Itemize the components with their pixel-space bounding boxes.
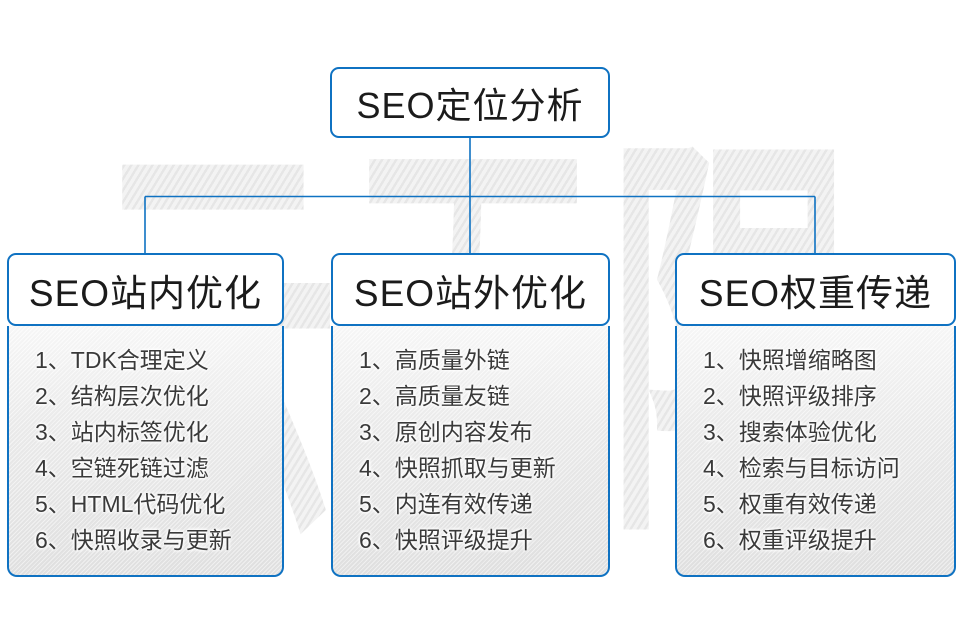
branch-onsite: SEO站内优化 1、TDK合理定义 2、结构层次优化 3、站内标签优化 4、空链… bbox=[7, 253, 284, 577]
branch-offsite: SEO站外优化 1、高质量外链 2、高质量友链 3、原创内容发布 4、快照抓取与… bbox=[331, 253, 610, 577]
list-item: 6、权重评级提升 bbox=[703, 527, 877, 553]
branch-weight: SEO权重传递 1、快照增缩略图 2、快照评级排序 3、搜索体验优化 4、检索与… bbox=[675, 253, 956, 577]
root-node: SEO定位分析 bbox=[330, 67, 610, 138]
list-item: 3、原创内容发布 bbox=[359, 419, 533, 445]
branch-weight-title: SEO权重传递 bbox=[675, 253, 956, 326]
list-item: 6、快照收录与更新 bbox=[35, 527, 232, 553]
list-item: 6、快照评级提升 bbox=[359, 527, 533, 553]
branch-onsite-title: SEO站内优化 bbox=[7, 253, 284, 326]
list-item: 5、内连有效传递 bbox=[359, 491, 533, 517]
root-node-title: SEO定位分析 bbox=[356, 84, 584, 126]
connector-path bbox=[144, 138, 816, 254]
list-item: 2、高质量友链 bbox=[359, 383, 510, 409]
list-item: 4、快照抓取与更新 bbox=[359, 455, 556, 481]
branch-offsite-title: SEO站外优化 bbox=[331, 253, 610, 326]
branch-offsite-list: 1、高质量外链 2、高质量友链 3、原创内容发布 4、快照抓取与更新 5、内连有… bbox=[331, 326, 610, 577]
list-item: 4、检索与目标访问 bbox=[703, 455, 900, 481]
list-item: 3、搜索体验优化 bbox=[703, 419, 877, 445]
list-item: 1、快照增缩略图 bbox=[703, 347, 877, 373]
branch-onsite-list: 1、TDK合理定义 2、结构层次优化 3、站内标签优化 4、空链死链过滤 5、H… bbox=[7, 326, 284, 577]
list-item: 5、HTML代码优化 bbox=[35, 491, 226, 517]
list-item: 1、TDK合理定义 bbox=[35, 347, 209, 373]
list-item: 1、高质量外链 bbox=[359, 347, 510, 373]
list-item: 2、快照评级排序 bbox=[703, 383, 877, 409]
list-item: 5、权重有效传递 bbox=[703, 491, 877, 517]
list-item: 4、空链死链过滤 bbox=[35, 455, 209, 481]
list-item: 3、站内标签优化 bbox=[35, 419, 209, 445]
branch-weight-list: 1、快照增缩略图 2、快照评级排序 3、搜索体验优化 4、检索与目标访问 5、权… bbox=[675, 326, 956, 577]
list-item: 2、结构层次优化 bbox=[35, 383, 209, 409]
